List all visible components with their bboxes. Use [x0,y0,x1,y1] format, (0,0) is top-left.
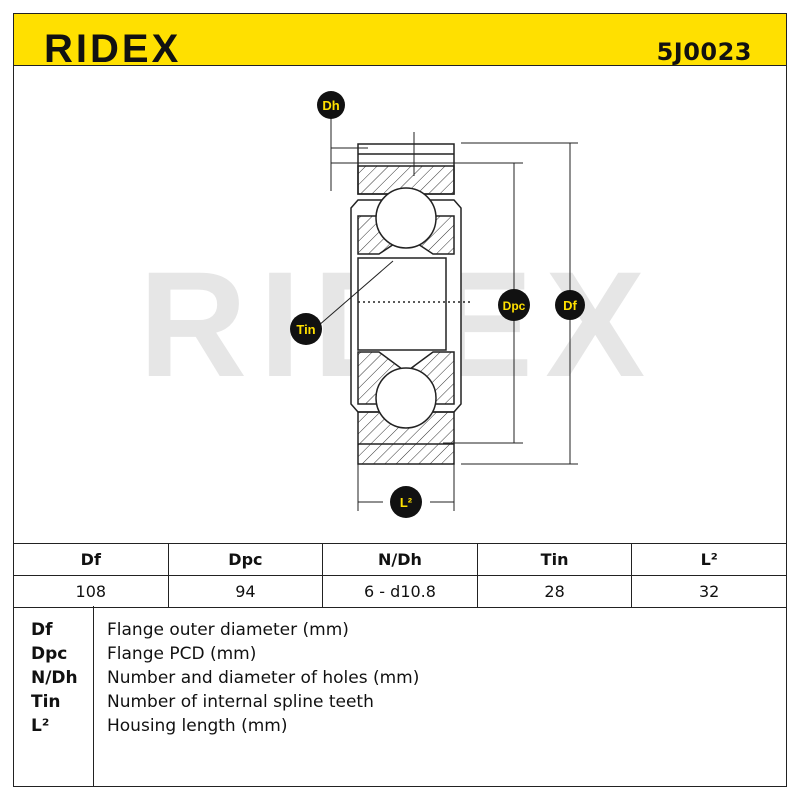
label-tin: Tin [290,313,322,345]
specs-value-df: 108 [13,575,169,608]
legend-row-ndh: N/Dh Number and diameter of holes (mm) [13,668,787,692]
legend-row-dpc: Dpc Flange PCD (mm) [13,644,787,668]
legend-desc: Number of internal spline teeth [107,692,374,712]
svg-text:Dpc: Dpc [503,299,526,313]
legend: Df Flange outer diameter (mm) Dpc Flange… [13,606,787,787]
housing [350,143,472,465]
specs-header-l2: L² [631,543,787,576]
legend-key: N/Dh [31,668,78,688]
label-dpc: Dpc [498,289,530,321]
legend-key: L² [31,716,50,736]
specs-table: Df Dpc N/Dh Tin L² 108 94 6 - d10.8 28 3… [13,543,787,608]
specs-value-ndh: 6 - d10.8 [322,575,478,608]
specs-value-row: 108 94 6 - d10.8 28 32 [13,575,787,608]
legend-desc: Number and diameter of holes (mm) [107,668,420,688]
svg-text:Dh: Dh [322,98,339,113]
svg-text:L²: L² [400,495,413,510]
part-number: 5J0023 [656,38,752,66]
specs-value-l2: 32 [631,575,787,608]
legend-divider [93,606,94,787]
specs-header-row: Df Dpc N/Dh Tin L² [13,543,787,576]
joint-diagram: RIDEX Dh [139,91,645,518]
specs-value-dpc: 94 [167,575,324,608]
legend-key: Dpc [31,644,68,664]
legend-key: Tin [31,692,61,712]
specs-header-df: Df [13,543,169,576]
legend-desc: Flange outer diameter (mm) [107,620,349,640]
specs-header-tin: Tin [476,543,633,576]
legend-desc: Flange PCD (mm) [107,644,257,664]
specs-value-tin: 28 [476,575,633,608]
legend-row-tin: Tin Number of internal spline teeth [13,692,787,716]
legend-row-df: Df Flange outer diameter (mm) [13,620,787,644]
ridex-logo: RIDEX [44,29,181,69]
specs-header-dpc: Dpc [167,543,324,576]
specs-header-ndh: N/Dh [322,543,478,576]
legend-row-l2: L² Housing length (mm) [13,716,787,740]
header-bar: RIDEX 5J0023 [13,13,787,69]
legend-key: Df [31,620,53,640]
svg-text:Df: Df [563,298,577,313]
label-dh: Dh [317,91,345,119]
label-l2: L² [390,486,422,518]
label-df: Df [555,290,585,320]
svg-text:Tin: Tin [296,322,315,337]
svg-text:RIDEX: RIDEX [44,29,181,69]
legend-desc: Housing length (mm) [107,716,288,736]
